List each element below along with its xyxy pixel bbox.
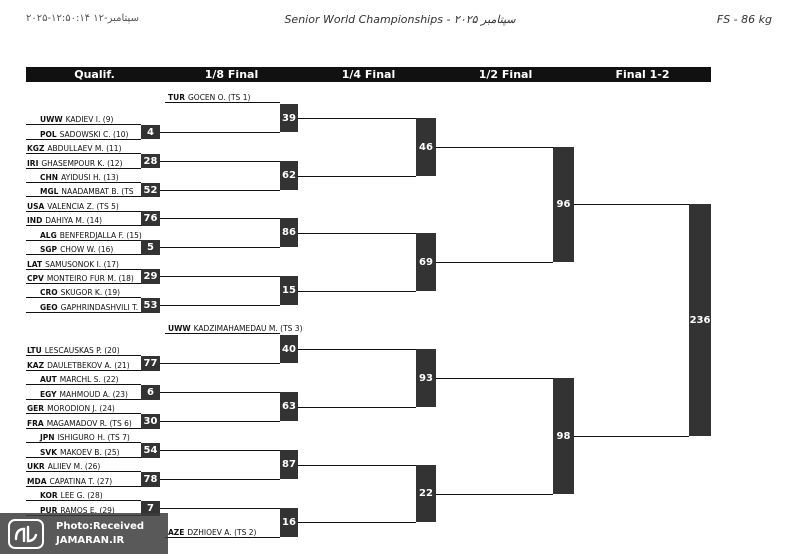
bout-box-4: 4: [141, 125, 160, 139]
bout-box-77: 77: [141, 356, 160, 371]
watermark: Photo:Received JAMARAN.IR: [0, 513, 168, 554]
bout-box-6: 6: [141, 385, 160, 400]
bout-box-28: 28: [141, 154, 160, 168]
bout-box-63: 63: [280, 392, 298, 421]
jamaran-logo-icon: [6, 517, 46, 551]
round-label-eighth-final: 1/8 Final: [204, 68, 259, 81]
bout-box-5: 5: [141, 240, 160, 255]
bout-box-54: 54: [141, 443, 160, 458]
watermark-line2: JAMARAN.IR: [56, 534, 125, 546]
bout-box-69: 69: [416, 233, 436, 291]
round-header-bar: Qualif. 1/8 Final 1/4 Final 1/2 Final Fi…: [26, 67, 711, 82]
bout-box-62: 62: [280, 161, 298, 190]
bout-box-96: 96: [553, 147, 574, 262]
bout-box-93: 93: [416, 349, 436, 407]
bout-box-30: 30: [141, 414, 160, 429]
bout-box-78: 78: [141, 472, 160, 487]
bout-box-29: 29: [141, 269, 160, 284]
watermark-line1: Photo:Received: [56, 520, 145, 532]
bout-box-46: 46: [416, 118, 436, 176]
round-label-qualif: Qualif.: [74, 68, 115, 81]
bout-box-15: 15: [280, 276, 298, 305]
bout-box-22: 22: [416, 465, 436, 522]
bout-box-7: 7: [141, 501, 160, 516]
weight-category: FS - 86 kg: [716, 13, 772, 26]
bout-box-40: 40: [280, 335, 298, 363]
round-label-final: Final 1-2: [615, 68, 670, 81]
bout-box-39: 39: [280, 104, 298, 132]
bout-box-52: 52: [141, 183, 160, 197]
bout-box-53: 53: [141, 298, 160, 313]
event-title: Senior World Championships - سپتامبر ۲۰۲…: [284, 13, 516, 26]
bout-box-236-final: 236: [689, 204, 711, 436]
bout-box-86: 86: [280, 218, 298, 247]
print-timestamp: ۲۰۲۵-۱۲:۵۰:۱۴ ۱۲-سپتامبر: [26, 13, 139, 24]
bout-box-87: 87: [280, 450, 298, 479]
round-label-quarter-final: 1/4 Final: [341, 68, 396, 81]
bout-box-98: 98: [553, 378, 574, 494]
round-label-semi-final: 1/2 Final: [478, 68, 533, 81]
bout-box-16: 16: [280, 508, 298, 537]
bout-box-76: 76: [141, 211, 160, 226]
